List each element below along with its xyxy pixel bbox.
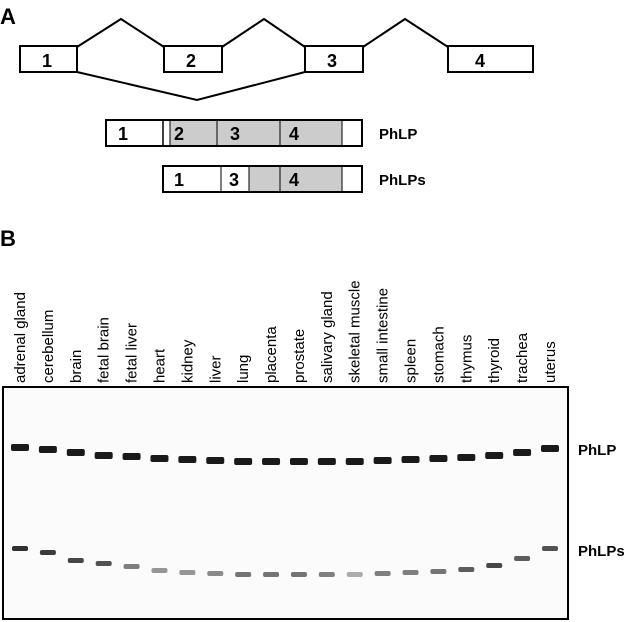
tissue-label-skeletal-muscle: skeletal muscle [347,280,364,383]
band-phlps-lane-4 [95,561,112,566]
phlp-exon-4-number: 4 [289,124,299,144]
gene-exon-2 [163,45,223,73]
tissue-label-placenta: placenta [263,326,280,383]
phlps-transcript-box [162,165,363,193]
tissue-label-lung: lung [235,355,252,383]
band-phlps-lane-1 [12,546,28,551]
band-phlps-lane-18 [486,563,503,568]
panel-b-label: B [0,226,16,251]
band-phlps-lane-17 [458,567,475,572]
gel-bands [11,444,559,577]
band-phlp-lane-19 [513,449,532,456]
tissue-label-thymus: thymus [458,335,475,383]
splice-3-4 [362,17,449,48]
band-phlps-lane-6 [151,568,168,573]
band-phlp-lane-17 [457,454,476,461]
tissue-label-prostate: prostate [291,329,308,383]
band-phlp-lane-8 [206,457,225,464]
tissue-label-adrenal-gland: adrenal gland [12,292,29,383]
band-phlp-lane-5 [122,453,141,460]
band-phlp-lane-18 [485,452,504,459]
tissue-label-fetal-liver: fetal liver [124,323,141,383]
tissue-label-liver: liver [207,355,224,383]
band-label-phlp: PhLP [578,442,616,459]
gene-structure [19,17,534,102]
gene-exon-2-number: 2 [186,51,196,71]
tissue-label-brain: brain [68,350,85,383]
band-phlps-lane-16 [430,569,447,574]
phlp-exon-2-number: 2 [174,124,184,144]
band-phlps-lane-8 [207,571,224,576]
band-phlps-lane-19 [514,556,531,561]
tissue-label-cerebellum: cerebellum [40,310,57,383]
band-phlps-lane-5 [123,564,140,569]
phlp-isoform-label: PhLP [379,126,417,143]
gel-frame [2,386,569,620]
phlp-coding-region [170,120,342,146]
band-phlp-lane-14 [373,457,392,464]
gene-exon-1-number: 1 [42,51,52,71]
band-phlp-lane-3 [66,449,85,456]
splice-2-3 [221,17,306,48]
band-phlp-lane-6 [150,455,169,462]
splice-1-2 [76,17,165,48]
tissue-label-spleen: spleen [403,339,420,383]
band-phlps-lane-10 [263,572,280,577]
phlp-exon-1-number: 1 [118,124,128,144]
band-phlp-lane-7 [178,456,197,463]
phlps-exon-3-number: 3 [229,170,239,190]
tissue-label-small-intestine: small intestine [375,288,392,383]
tissue-label-kidney: kidney [179,339,196,383]
tissue-label-salivary-gland: salivary gland [319,291,336,383]
isoform-phlp: 1 2 3 4 PhLP [105,119,417,147]
gene-exon-3 [304,45,364,73]
tissue-label-fetal-brain: fetal brain [96,317,113,383]
phlps-isoform-label: PhLPs [379,172,426,189]
band-phlp-lane-2 [38,446,57,453]
gene-exon-1 [19,45,78,73]
tissue-label-uterus: uterus [542,341,559,383]
band-phlp-lane-1 [11,444,29,451]
band-phlp-lane-10 [262,458,281,465]
band-phlp-lane-20 [541,445,559,452]
band-phlp-lane-15 [401,456,420,463]
splice-1-3-skip [76,71,306,102]
band-phlp-lane-13 [345,458,364,465]
band-phlp-lane-12 [317,458,336,465]
gene-exon-3-number: 3 [327,51,337,71]
phlps-coding-region [249,166,342,192]
isoform-phlps: 1 3 4 PhLPs [162,165,426,193]
phlps-exon-1-number: 1 [174,170,184,190]
tissue-label-stomach: stomach [430,326,447,383]
band-phlps-lane-15 [402,570,419,575]
gene-exon-4 [447,45,534,73]
band-phlps-lane-9 [235,572,252,577]
phlp-transcript-box [105,119,363,147]
band-phlps-lane-11 [290,572,307,577]
band-label-phlps: PhLPs [578,543,625,560]
band-phlps-lane-20 [542,546,558,551]
band-phlp-lane-16 [429,455,448,462]
band-phlps-lane-12 [318,572,335,577]
tissue-label-trachea: trachea [514,332,531,383]
gene-exon-4-number: 4 [475,51,485,71]
tissue-label-heart: heart [151,348,168,383]
band-phlp-lane-4 [94,452,113,459]
band-phlps-lane-13 [346,572,363,577]
band-phlps-lane-3 [67,558,84,563]
band-phlps-lane-14 [374,571,391,576]
gene-exon-numbers: 1 2 3 4 [42,51,485,71]
phlps-exon-4-number: 4 [289,170,299,190]
panel-a-label: A [0,4,16,29]
band-phlps-lane-7 [179,570,196,575]
band-phlp-lane-11 [289,458,308,465]
tissue-label-thyroid: thyroid [486,338,503,383]
band-phlps-lane-2 [39,550,56,555]
band-phlp-lane-9 [234,458,253,465]
tissue-labels: adrenal gland cerebellum brain fetal brain f… [12,280,559,383]
phlp-exon-3-number: 3 [230,124,240,144]
